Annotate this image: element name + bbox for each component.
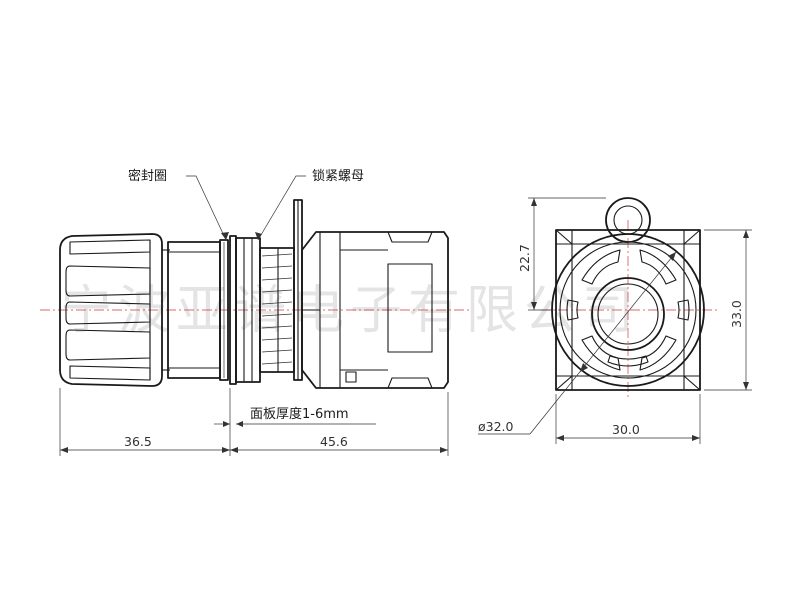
dim-body-length-text: 45.6 — [320, 434, 348, 449]
contact-block — [301, 231, 449, 389]
dim-upper-height: 22.7 — [517, 197, 606, 311]
bracket — [293, 199, 303, 381]
square-frame — [555, 229, 701, 391]
dim-diameter-text: ø32.0 — [478, 419, 514, 434]
seal-ring-leader — [186, 175, 227, 241]
front-view: ø32.0 30.0 22.7 33.0 — [478, 197, 752, 444]
inner-ring — [559, 241, 697, 379]
seal-ring — [219, 239, 229, 381]
lock-nut-label: 锁紧螺母 — [312, 168, 364, 184]
knob-head — [59, 233, 170, 387]
dim-width: 30.0 — [555, 394, 701, 444]
dim-upper-height-text: 22.7 — [517, 244, 532, 272]
dim-total-height: 33.0 — [704, 229, 752, 391]
dim-total-height-text: 33.0 — [729, 300, 744, 328]
dim-diameter: ø32.0 — [478, 251, 677, 435]
lock-nut-leader — [257, 175, 306, 241]
panel-thickness-label: 面板厚度1-6mm — [250, 406, 349, 422]
dim-head-length-text: 36.5 — [124, 434, 152, 449]
dim-width-text: 30.0 — [612, 422, 640, 437]
dim-body-length: 45.6 — [230, 434, 448, 453]
center-button — [591, 277, 665, 351]
watermark-text: 宁波亚谱电子有限公司 — [60, 281, 640, 341]
seal-ring-label: 密封圈 — [128, 168, 167, 184]
side-view: 密封圈 锁紧螺母 面板厚度1-6mm 36.5 45.6 — [40, 168, 470, 456]
dim-head-length: 36.5 — [60, 434, 230, 453]
